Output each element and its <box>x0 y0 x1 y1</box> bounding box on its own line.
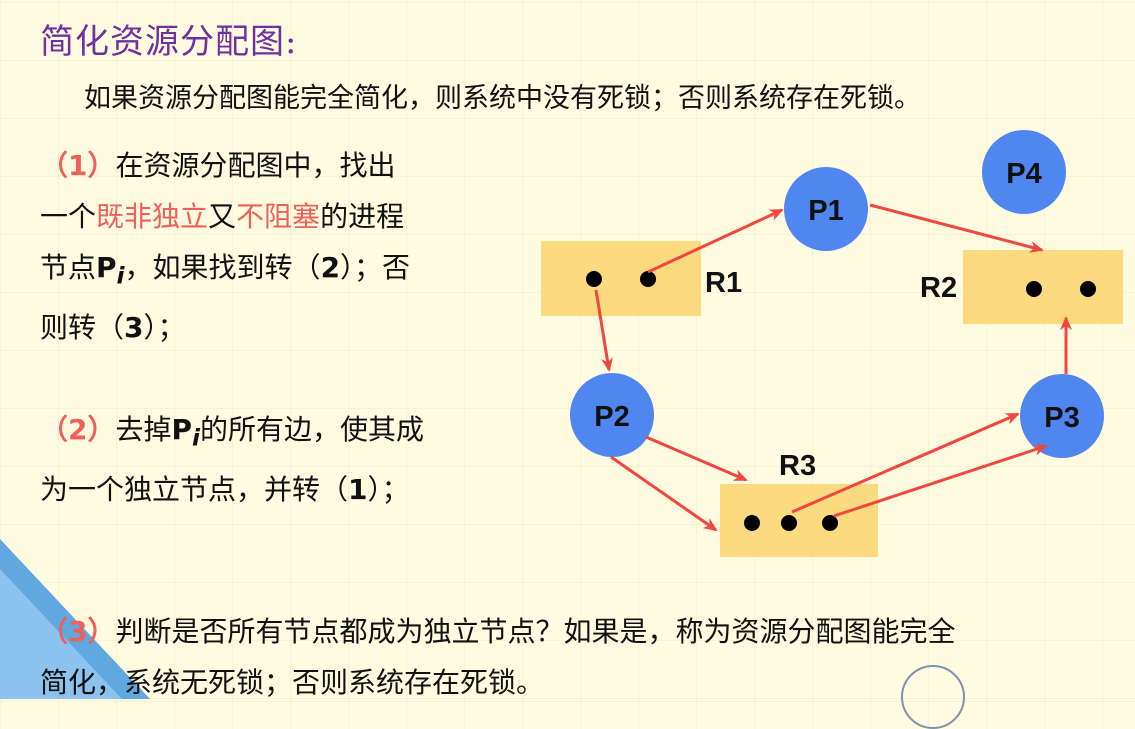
highlight-not-blocked: 不阻塞 <box>236 200 321 233</box>
resource-r2-box <box>963 250 1123 324</box>
resource-r3-box <box>720 484 878 557</box>
edge-p2-to-r3-b <box>610 455 718 532</box>
resource-r3-label: R3 <box>779 450 816 482</box>
step-2: （2）去掉Pi的所有边，使其成 为一个独立节点，并转（1）； <box>40 413 425 506</box>
resource-r1-label: R1 <box>705 267 742 299</box>
r2-instance-dot <box>1080 281 1096 297</box>
intro-text: 如果资源分配图能完全简化，则系统中没有死锁；否则系统存在死锁。 <box>84 83 921 114</box>
edge-r1-to-p2 <box>594 289 613 372</box>
page-title: 简化资源分配图: <box>40 22 298 62</box>
step-2-number: （2） <box>40 413 116 446</box>
process-p2-label: P2 <box>594 401 629 433</box>
edge-r1-to-p1 <box>647 208 784 274</box>
step-1-number: （1） <box>40 149 116 182</box>
corner-decoration-inner <box>0 569 122 699</box>
edge-p2-to-r3-a <box>645 435 748 482</box>
edge-p1-to-r2 <box>869 203 1044 253</box>
process-p2-node <box>570 373 654 457</box>
resource-r2-label: R2 <box>920 272 957 304</box>
edge-r3-to-p3-b <box>833 444 1048 518</box>
resource-allocation-graph: R1 R2 R3 P1 P2 P3 P4 <box>541 130 1123 557</box>
process-p3-node <box>1020 374 1104 458</box>
r3-instance-dot <box>822 515 838 531</box>
step-3: （3）判断是否所有节点都成为独立节点？如果是，称为资源分配图能完全 简化，系统无… <box>40 615 956 699</box>
process-p4-node <box>982 130 1066 214</box>
r1-instance-dot <box>586 271 602 287</box>
process-p3-label: P3 <box>1044 402 1079 434</box>
highlight-not-isolated: 既非独立 <box>96 200 209 233</box>
step-1: （1）在资源分配图中，找出 一个既非独立又不阻塞的进程 节点Pi，如果找到转（2… <box>40 149 411 344</box>
r3-instance-dot <box>744 515 760 531</box>
step-3-number: （3） <box>40 615 116 648</box>
r3-instance-dot <box>781 515 797 531</box>
r2-instance-dot <box>1026 281 1042 297</box>
r1-instance-dot <box>640 271 656 287</box>
process-p1-node <box>784 167 868 251</box>
process-p1-label: P1 <box>808 195 843 227</box>
resource-r1-box <box>541 241 701 316</box>
edge-r3-to-p3-a <box>791 412 1020 514</box>
process-p4-label: P4 <box>1006 158 1041 190</box>
